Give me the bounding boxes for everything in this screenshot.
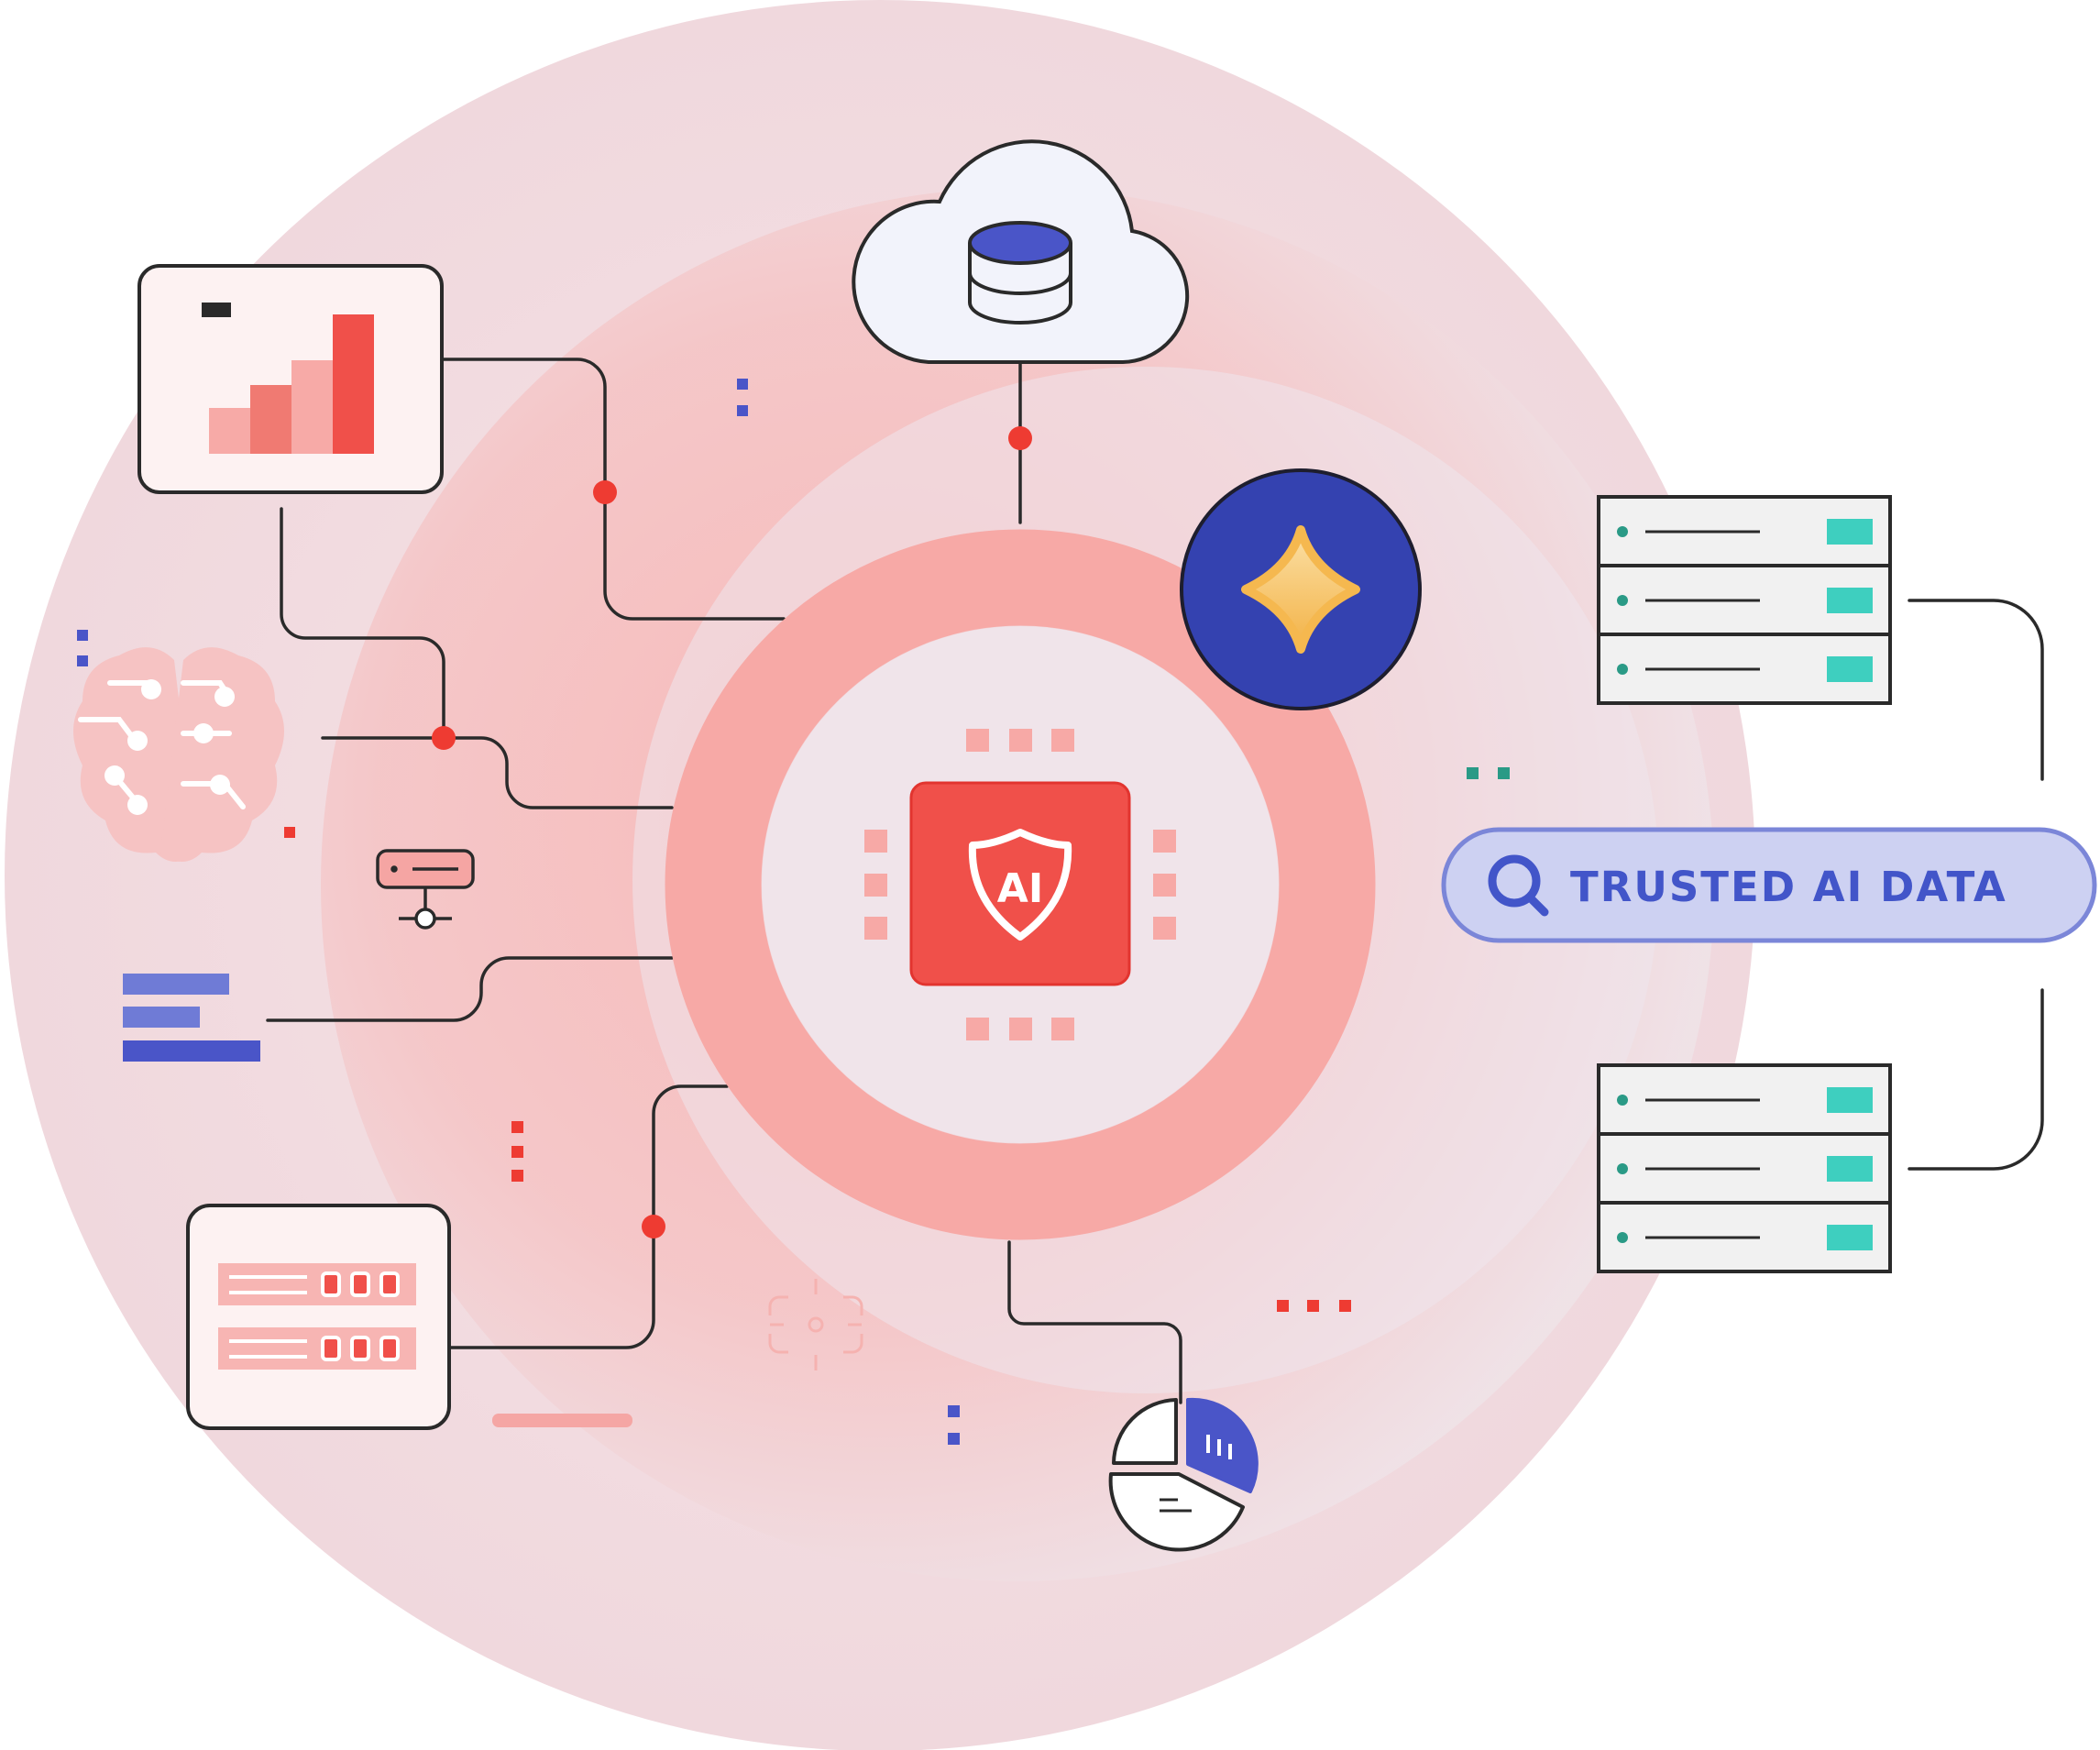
shield-icon [968, 829, 1072, 941]
brain-circuit-icon [73, 647, 284, 862]
network-node-icon [376, 849, 475, 930]
cloud-database-icon [852, 139, 1190, 364]
chip-pins [864, 729, 1176, 1040]
pie-chart-icon [1108, 1397, 1259, 1552]
focus-target-icon [768, 1279, 863, 1370]
node-dots [432, 426, 1032, 1238]
server-rack-icon [186, 1204, 451, 1430]
search-icon [1488, 854, 1549, 917]
donut-ring [665, 529, 1376, 1240]
decor-bar [492, 1414, 632, 1427]
ai-chip: AI [909, 781, 1131, 986]
server-stack-icon [1597, 495, 1892, 1273]
horizontal-bars-icon [123, 974, 260, 1062]
search-pill-label: TRUSTED AI DATA [1570, 863, 2007, 911]
decor-dots [77, 379, 1510, 1445]
bar-chart-icon [137, 264, 444, 494]
sparkle-star-icon [1180, 468, 1422, 710]
trusted-data-search-pill[interactable]: TRUSTED AI DATA [1441, 827, 2097, 943]
chip-label: AI [997, 865, 1043, 912]
